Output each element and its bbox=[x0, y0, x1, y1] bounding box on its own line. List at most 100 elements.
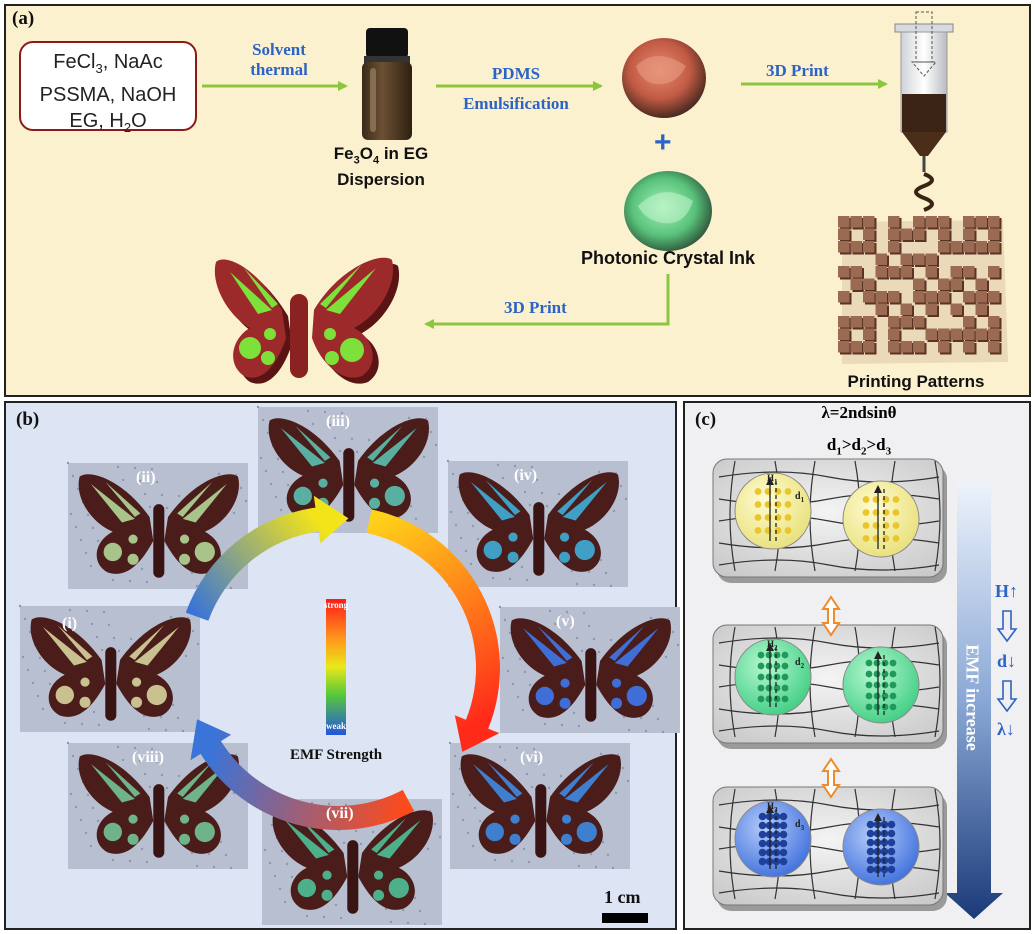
ring-arrow-2 bbox=[366, 509, 500, 752]
qr-cell bbox=[913, 291, 925, 303]
sample-label-3: (iii) bbox=[326, 413, 350, 430]
panel-b: (b) strong weak EMF Strength 1 cm (i)(ii… bbox=[4, 401, 680, 930]
qr-cell bbox=[925, 216, 937, 228]
qr-cell bbox=[938, 241, 950, 253]
step-3d-print-butterfly: 3D Print bbox=[504, 298, 567, 317]
panel-c: (c) λ=2ndsinθ d1>d2>d3 EMF increase H↑ d… bbox=[683, 401, 1031, 930]
qr-cell bbox=[888, 266, 900, 278]
panel-a: (a) FeCl3, NaAc PSSMA, NaOH EG, H2O Solv… bbox=[4, 4, 1031, 397]
qr-cell bbox=[963, 241, 975, 253]
qr-cell bbox=[925, 328, 937, 340]
emf-ring bbox=[185, 495, 500, 830]
qr-cell bbox=[863, 278, 875, 290]
qr-cell bbox=[963, 328, 975, 340]
qr-cell bbox=[850, 241, 862, 253]
qr-cell bbox=[863, 241, 875, 253]
ring-arrow-1 bbox=[185, 495, 349, 621]
qr-cell bbox=[988, 241, 1000, 253]
qr-cell bbox=[900, 316, 912, 328]
photonic-sphere-2-2 bbox=[842, 646, 920, 724]
qr-cell bbox=[838, 216, 850, 228]
qr-cell bbox=[913, 278, 925, 290]
qr-cell bbox=[863, 228, 875, 240]
scale-strong-label: strong bbox=[323, 600, 349, 610]
spacing-label-3: d3 bbox=[795, 819, 805, 832]
reagent-line-2: PSSMA, NaOH bbox=[39, 84, 177, 106]
down-hollow-arrow-1 bbox=[996, 610, 1018, 643]
qr-cell bbox=[913, 341, 925, 353]
qr-cell bbox=[950, 266, 962, 278]
qr-cell bbox=[863, 328, 875, 340]
qr-cell bbox=[875, 291, 887, 303]
photonic-sphere-3-2 bbox=[842, 808, 920, 886]
qr-cell bbox=[875, 266, 887, 278]
qr-cell bbox=[988, 316, 1000, 328]
down-hollow-arrow-2 bbox=[996, 680, 1018, 713]
qr-cell bbox=[863, 216, 875, 228]
bragg-equation: λ=2ndsinθ bbox=[821, 403, 897, 422]
butterfly-sample-6 bbox=[448, 741, 630, 870]
qr-cell bbox=[888, 316, 900, 328]
qr-cell bbox=[925, 291, 937, 303]
qr-cell bbox=[925, 253, 937, 265]
qr-cell bbox=[900, 266, 912, 278]
butterfly-sample-5 bbox=[498, 605, 680, 734]
qr-cell bbox=[913, 253, 925, 265]
qr-cell bbox=[938, 278, 950, 290]
sample-label-8: (viii) bbox=[132, 749, 164, 766]
qr-cell bbox=[988, 266, 1000, 278]
arrow-3d-print-2 bbox=[424, 274, 670, 329]
reagents-box: FeCl3, NaAc PSSMA, NaOH EG, H2O bbox=[19, 41, 197, 135]
qr-cell bbox=[938, 341, 950, 353]
photonic-sphere-1-2 bbox=[842, 480, 920, 558]
vial-icon bbox=[362, 28, 412, 140]
panel-a-label: (a) bbox=[12, 8, 35, 29]
spacing-label-1: d1 bbox=[795, 491, 805, 504]
qr-cell bbox=[913, 316, 925, 328]
qr-cell bbox=[900, 341, 912, 353]
panel-c-label: (c) bbox=[695, 409, 717, 430]
lambda-decrease-label: λ↓ bbox=[997, 719, 1015, 739]
vial-caption: Fe3O4 in EG Dispersion bbox=[333, 144, 429, 190]
qr-cell bbox=[975, 278, 987, 290]
sample-label-1: (i) bbox=[62, 615, 78, 632]
qr-cell bbox=[988, 228, 1000, 240]
qr-cell bbox=[975, 216, 987, 228]
qr-cell bbox=[888, 328, 900, 340]
qr-cell bbox=[975, 328, 987, 340]
spacing-label-2: d2 bbox=[795, 657, 805, 670]
qr-cell bbox=[875, 303, 887, 315]
photonic-sphere-3-1 bbox=[734, 800, 812, 878]
step-emulsification: Emulsification bbox=[463, 94, 569, 113]
step-3d-print-syringe: 3D Print bbox=[766, 61, 829, 80]
qr-cell bbox=[888, 341, 900, 353]
qr-cell bbox=[838, 291, 850, 303]
qr-cell bbox=[913, 228, 925, 240]
emf-strength-label: EMF Strength bbox=[289, 747, 383, 763]
matrix-slab-3 bbox=[712, 786, 947, 911]
reagent-line-3: EG, H2O bbox=[69, 110, 147, 135]
qr-cell bbox=[950, 278, 962, 290]
qr-cell bbox=[988, 291, 1000, 303]
qr-cell bbox=[925, 303, 937, 315]
qr-cell bbox=[938, 328, 950, 340]
h-increase-label: H↑ bbox=[995, 581, 1019, 601]
printed-qr-pattern bbox=[838, 216, 1008, 364]
qr-cell bbox=[850, 266, 862, 278]
scale-weak-label: weak bbox=[326, 721, 346, 731]
field-label-2: H2 bbox=[767, 639, 778, 652]
printed-butterfly bbox=[214, 257, 400, 384]
panel-b-graphics bbox=[18, 405, 680, 926]
matrix-slab-2 bbox=[712, 624, 947, 749]
printing-patterns-label: Printing Patterns bbox=[847, 372, 985, 391]
qr-cell bbox=[838, 316, 850, 328]
qr-cell bbox=[875, 253, 887, 265]
emf-increase-label: EMF increase bbox=[962, 644, 983, 751]
qr-cell bbox=[950, 303, 962, 315]
qr-cell bbox=[863, 341, 875, 353]
qr-cell bbox=[863, 316, 875, 328]
qr-cell bbox=[838, 241, 850, 253]
qr-cell bbox=[850, 341, 862, 353]
reagent-line-1: FeCl3, NaAc bbox=[53, 51, 163, 76]
